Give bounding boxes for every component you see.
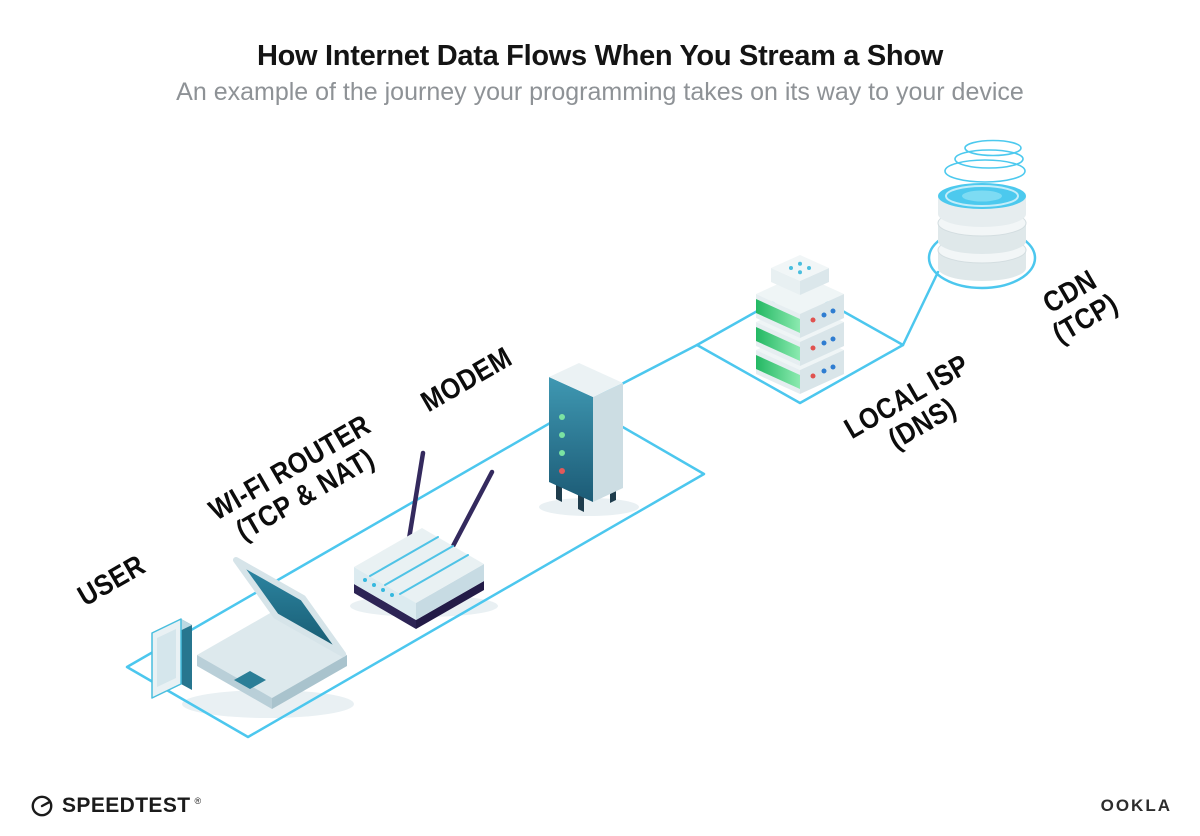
isp-server-illustration [756, 255, 844, 394]
wifi-router-illustration [354, 450, 495, 629]
laptop-trackpad [234, 671, 266, 689]
modem-illustration [549, 363, 623, 512]
speedtest-wordmark: SPEEDTEST [62, 794, 191, 817]
laptop-screen [233, 557, 346, 657]
smartphone-illustration [151, 618, 192, 699]
speedtest-gauge-icon [31, 795, 53, 817]
page-subtitle: An example of the journey your programmi… [176, 78, 1024, 106]
page-title: How Internet Data Flows When You Stream … [256, 40, 944, 72]
smartphone-screen [157, 629, 176, 687]
server-cap-dots [789, 261, 811, 275]
ookla-logo: OOKLA [1100, 796, 1172, 815]
router-antennas [405, 450, 495, 551]
cdn-disk-top [938, 183, 1026, 227]
cdn-orbit-rings [944, 139, 1026, 183]
router-top-stripes [369, 536, 469, 595]
cdn-database-illustration [937, 139, 1027, 281]
server-cap-unit [771, 255, 829, 295]
laptop-illustration [197, 557, 347, 709]
connector-user-loop [125, 402, 706, 739]
registered-trademark-icon: ® [194, 796, 202, 806]
connector-isp-to-cdn [901, 270, 940, 347]
modem-led-lights [559, 414, 565, 474]
router-led-lights [363, 578, 394, 597]
speedtest-logo: SPEEDTEST ® [30, 794, 201, 818]
